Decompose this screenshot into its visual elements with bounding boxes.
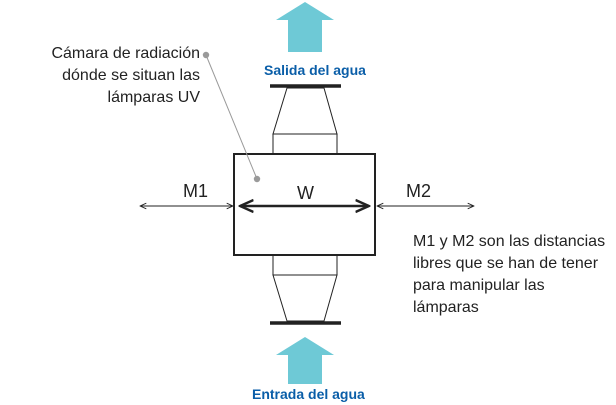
- m2-label: M2: [406, 181, 432, 201]
- radiation-chamber: [233, 153, 376, 256]
- w-label: W: [297, 183, 314, 203]
- outlet-pipe-neck: [272, 133, 338, 155]
- clearance-note: M1 y M2 son las distancias libres que se…: [413, 231, 605, 319]
- callout-leader-line: [205, 54, 258, 180]
- note-line-1: M1 y M2 son las distancias: [413, 233, 606, 250]
- inlet-label: Entrada del agua: [252, 386, 365, 402]
- note-line-3: para manipular las: [413, 277, 545, 294]
- callout-dot-end: [253, 175, 261, 183]
- callout-line-3: lámparas UV: [107, 89, 200, 106]
- inlet-flow-arrow: [276, 337, 334, 384]
- inlet-pipe-neck: [272, 254, 338, 276]
- note-line-2: libres que se han de tener: [413, 255, 599, 272]
- outlet-flow-arrow: [276, 2, 334, 52]
- callout-line-1: Cámara de radiación: [51, 45, 200, 62]
- chamber-callout-label: Cámara de radiación dónde se situan las …: [0, 43, 200, 109]
- outlet-pipe-reducer: [272, 87, 338, 135]
- note-line-4: lámparas: [413, 299, 479, 316]
- outlet-label: Salida del agua: [264, 62, 366, 78]
- inlet-pipe-reducer: [272, 274, 338, 322]
- callout-dot-start: [202, 51, 210, 59]
- m1-label: M1: [183, 181, 209, 201]
- callout-line-2: dónde se situan las: [62, 67, 200, 84]
